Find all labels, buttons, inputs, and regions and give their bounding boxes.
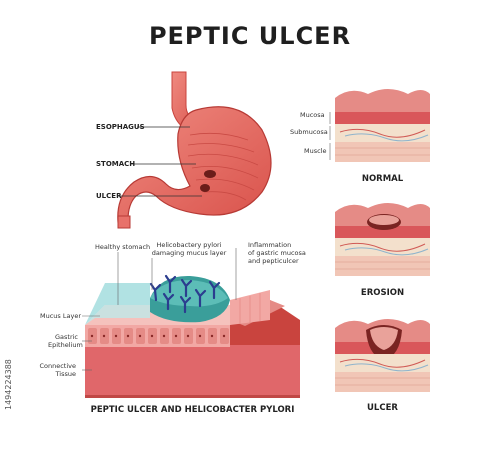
healthy-stomach-label: Healthy stomach <box>95 243 151 251</box>
stomach-drawing <box>117 71 272 229</box>
inflammation-label: Inflammation of gastric mucosa and pepti… <box>248 241 306 265</box>
ulcer-label: ULCER <box>96 192 122 200</box>
normal-tissue-block <box>335 89 430 162</box>
damaging-mucus-label: Helicobactery pylori damaging mucus laye… <box>151 241 227 257</box>
erosion-tissue-block <box>335 203 430 276</box>
connective-tissue-label: Connective Tissue <box>39 362 76 378</box>
esophagus-label: ESOPHAGUS <box>96 123 145 131</box>
muscle-label: Muscle <box>304 147 327 155</box>
hpylori-caption: PEPTIC ULCER AND HELICOBACTER PYLORI <box>90 405 295 415</box>
ulcer-tissue-block <box>335 319 430 392</box>
ulcer-caption: ULCER <box>367 403 398 413</box>
mucosa-label: Mucosa <box>300 111 325 119</box>
image-id-text: 1494224388 <box>4 359 13 410</box>
hpylori-tissue-section <box>85 275 300 398</box>
submucosa-label: Submucosa <box>290 128 328 136</box>
page-title: PEPTIC ULCER <box>148 22 352 50</box>
stomach-label: STOMACH <box>96 160 136 168</box>
mucus-layer-label: Mucus Layer <box>40 312 81 320</box>
erosion-caption: EROSION <box>360 288 405 298</box>
gastric-epithelium-label: Gastric Epithelium <box>48 333 83 349</box>
helicobacter-bacteria <box>149 274 221 314</box>
normal-caption: NORMAL <box>361 174 404 184</box>
